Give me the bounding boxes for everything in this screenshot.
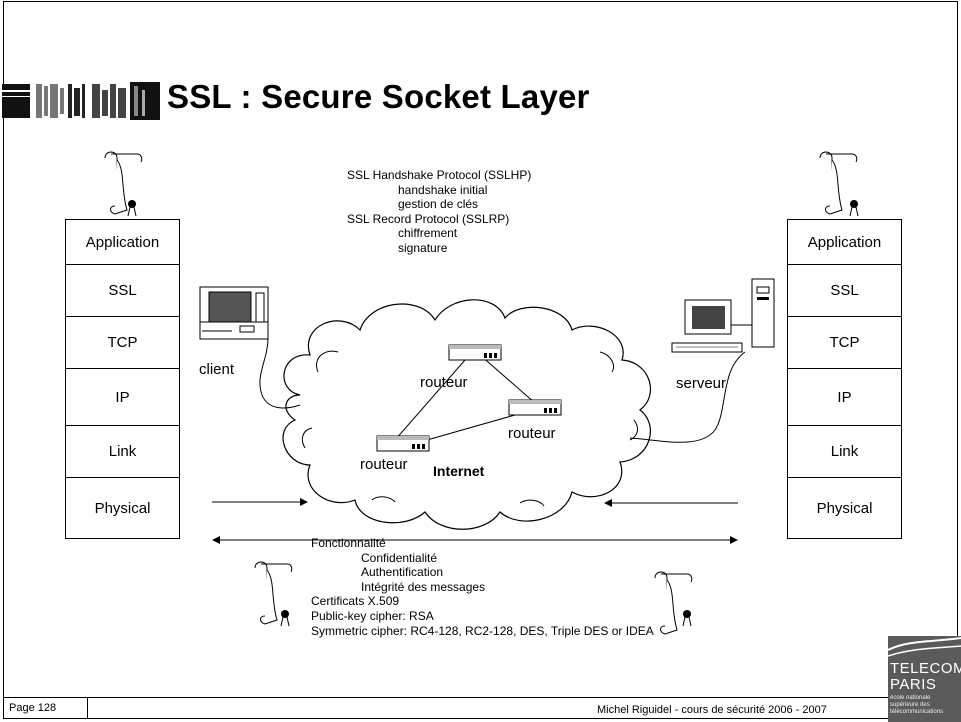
left-protocol-stack: Application SSL TCP IP Link Physical bbox=[65, 219, 180, 539]
footer-divider bbox=[3, 697, 958, 698]
internet-label: Internet bbox=[433, 463, 485, 479]
layer-application: Application bbox=[788, 220, 901, 265]
logo-swoosh-icon bbox=[888, 636, 961, 722]
logo-text-telecom: TELECOM bbox=[890, 660, 961, 677]
feature-heading: Fonctionnalité bbox=[311, 536, 386, 550]
client-label: client bbox=[199, 361, 235, 378]
server-computer-icon bbox=[671, 278, 775, 353]
logo-text-paris: PARIS bbox=[890, 676, 937, 693]
logo-subtext: supérieure des bbox=[890, 702, 930, 708]
router-icon bbox=[508, 399, 562, 416]
protocol-line: gestion de clés bbox=[398, 197, 479, 212]
protocol-line: SSL Handshake Protocol (SSLHP) bbox=[347, 168, 532, 182]
client-computer-icon bbox=[199, 286, 269, 340]
protocol-line: signature bbox=[398, 240, 448, 255]
router-label: routeur bbox=[508, 425, 556, 442]
protocol-line: chiffrement bbox=[398, 226, 458, 241]
logo-subtext: télécommunications bbox=[890, 709, 944, 715]
layer-link: Link bbox=[788, 426, 901, 478]
right-protocol-stack: Application SSL TCP IP Link Physical bbox=[787, 219, 902, 539]
double-arrow-icon bbox=[212, 536, 738, 544]
feature-item: Confidentialité bbox=[361, 550, 438, 565]
layer-tcp: TCP bbox=[788, 317, 901, 369]
router-icon bbox=[376, 435, 430, 452]
feature-item: Symmetric cipher: RC4-128, RC2-128, DES,… bbox=[311, 623, 654, 638]
arrow-right-icon bbox=[212, 498, 308, 506]
page-number: Page 128 bbox=[3, 697, 88, 719]
footer-author: Michel Riguidel - cours de sécurité 2006… bbox=[597, 704, 827, 716]
logo-subtext: école nationale bbox=[890, 695, 931, 701]
telecom-paris-logo: TELECOM PARIS école nationale supérieure… bbox=[888, 636, 961, 722]
slide-title: SSL : Secure Socket Layer bbox=[167, 78, 590, 115]
title-decoration-icon bbox=[2, 82, 160, 120]
certificate-icon bbox=[819, 151, 859, 217]
arrow-left-icon bbox=[604, 499, 738, 507]
protocol-list: SSL Handshake Protocol (SSLHP) handshake… bbox=[347, 168, 531, 256]
feature-item: Authentification bbox=[361, 565, 444, 580]
slide-frame bbox=[3, 1, 958, 719]
certificate-icon bbox=[254, 561, 293, 627]
internet-cloud-icon bbox=[282, 299, 651, 530]
layer-ip: IP bbox=[788, 369, 901, 426]
feature-item: Public-key cipher: RSA bbox=[311, 608, 434, 623]
protocol-line: SSL Record Protocol (SSLRP) bbox=[347, 211, 510, 226]
features-list: Fonctionnalité Confidentialité Authentif… bbox=[311, 536, 654, 638]
layer-application: Application bbox=[66, 220, 179, 265]
feature-item: Intégrité des messages bbox=[361, 579, 486, 594]
certificate-icon bbox=[654, 571, 693, 635]
layer-ip: IP bbox=[66, 369, 179, 426]
layer-ssl: SSL bbox=[66, 265, 179, 317]
router-label: routeur bbox=[420, 374, 468, 391]
layer-physical: Physical bbox=[816, 499, 873, 517]
certificate-icon bbox=[104, 151, 143, 217]
feature-item: Certificats X.509 bbox=[311, 594, 400, 609]
router-label: routeur bbox=[360, 456, 408, 473]
layer-link: Link bbox=[66, 426, 179, 478]
server-label: serveur bbox=[676, 375, 727, 392]
layer-tcp: TCP bbox=[66, 317, 179, 369]
layer-ssl: SSL bbox=[788, 265, 901, 317]
router-icon bbox=[448, 344, 502, 361]
protocol-line: handshake initial bbox=[398, 182, 488, 197]
layer-physical: Physical bbox=[94, 499, 151, 517]
